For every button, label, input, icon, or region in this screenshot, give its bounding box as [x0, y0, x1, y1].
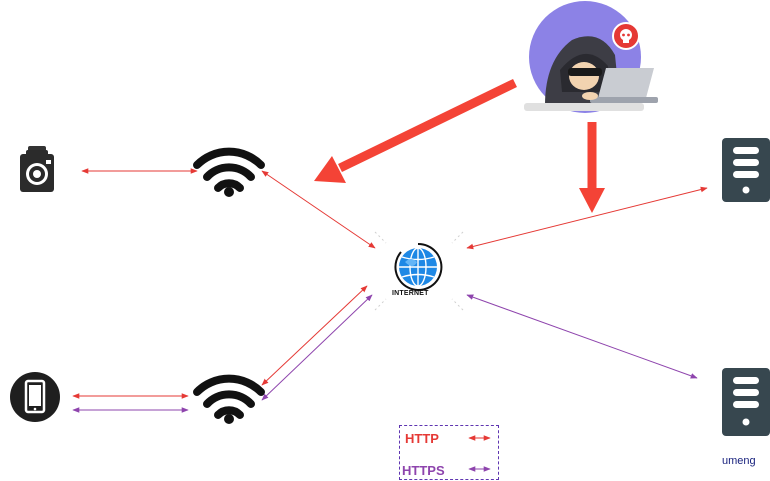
internet-node: [374, 231, 464, 311]
wifi-icon: [193, 374, 265, 424]
hacker-icon: [524, 1, 658, 113]
server-icon: [722, 138, 770, 202]
camera-icon: [20, 146, 54, 192]
legend: [399, 425, 499, 480]
http-links: [72, 168, 708, 399]
wifi-icon: [193, 147, 265, 197]
link-wifi-internet: [261, 170, 376, 249]
server-icon: [722, 368, 770, 436]
link-wifi2-internet-https: [261, 294, 373, 401]
phone-icon: [10, 372, 60, 422]
globe-icon: [394, 242, 443, 291]
link-internet-server-top: [466, 186, 708, 250]
legend-http-label: HTTP: [405, 431, 439, 446]
https-links: [72, 294, 698, 413]
legend-https-label: HTTPS: [402, 463, 445, 478]
internet-label: INTERNET: [392, 290, 429, 297]
attack-arrow-to-internet: [579, 122, 605, 213]
link-wifi2-internet-http: [261, 285, 368, 386]
attack-arrow-to-wifi: [314, 78, 517, 183]
link-internet-server-bottom: [466, 294, 698, 379]
server-label-umeng: umeng: [722, 455, 756, 467]
alert-icon: [612, 22, 640, 50]
attack-arrows: [314, 78, 605, 213]
